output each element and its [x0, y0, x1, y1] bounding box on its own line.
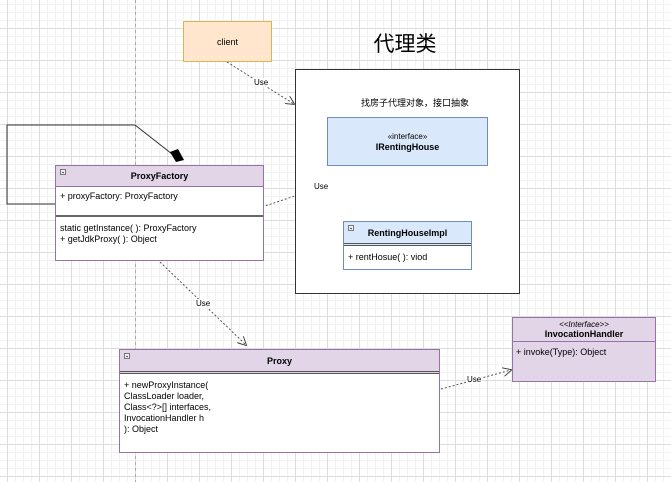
class-name: ProxyFactory [130, 171, 189, 181]
rentinghouseimpl-class[interactable]: RentingHouseImpl + rentHosue( ): viod [343, 221, 472, 270]
invocationhandler-interface[interactable]: <<Interface>> InvocationHandler + invoke… [512, 317, 656, 382]
composition-diamond-icon [170, 149, 184, 162]
proxyfactory-class[interactable]: ProxyFactory + proxyFactory: ProxyFactor… [55, 165, 264, 261]
self-association-line [6, 124, 173, 205]
operation: + rentHosue( ): viod [348, 252, 428, 262]
class-name: Proxy [266, 355, 292, 366]
edge-client-container [226, 61, 294, 104]
interface-name: IRentingHouse [375, 141, 440, 152]
operation-line: ): Object [124, 424, 159, 434]
client-node[interactable]: client [183, 21, 272, 62]
operation: + invoke(Type): Object [516, 347, 607, 357]
edge-label-client-container: Use [253, 78, 270, 87]
stereotype: «interface» [387, 131, 428, 141]
edge-label-proxyfactory-proxy: Use [195, 299, 212, 308]
client-label: client [216, 36, 238, 47]
irentinghouse-interface[interactable]: «interface» IRentingHouse [327, 117, 488, 166]
edge-label-proxy-invocationhandler: Use [466, 375, 483, 384]
proxy-class[interactable]: Proxy + newProxyInstance( ClassLoader lo… [119, 349, 440, 453]
operation-line: InvocationHandler h [124, 413, 205, 423]
operation: static getInstance( ): ProxyFactory [60, 223, 197, 233]
attribute: + proxyFactory: ProxyFactory [60, 191, 178, 201]
operation-line: Class<?>[] interfaces, [124, 402, 212, 412]
class-name: RentingHouseImpl [367, 227, 448, 238]
collapse-icon[interactable] [348, 225, 354, 231]
interface-name: InvocationHandler [544, 329, 624, 339]
stereotype: <<Interface>> [559, 320, 609, 329]
operation: + getJdkProxy( ): Object [60, 234, 157, 244]
diagram-title: 代理类 [373, 33, 437, 56]
collapse-icon[interactable] [124, 353, 130, 359]
collapse-icon[interactable] [60, 169, 66, 175]
operation-line: + newProxyInstance( [124, 380, 209, 390]
edge-label-proxyfactory-interface: Use [313, 182, 330, 191]
container-note: 找房子代理对象，接口抽象 [360, 98, 469, 108]
operation-line: ClassLoader loader, [124, 391, 205, 401]
